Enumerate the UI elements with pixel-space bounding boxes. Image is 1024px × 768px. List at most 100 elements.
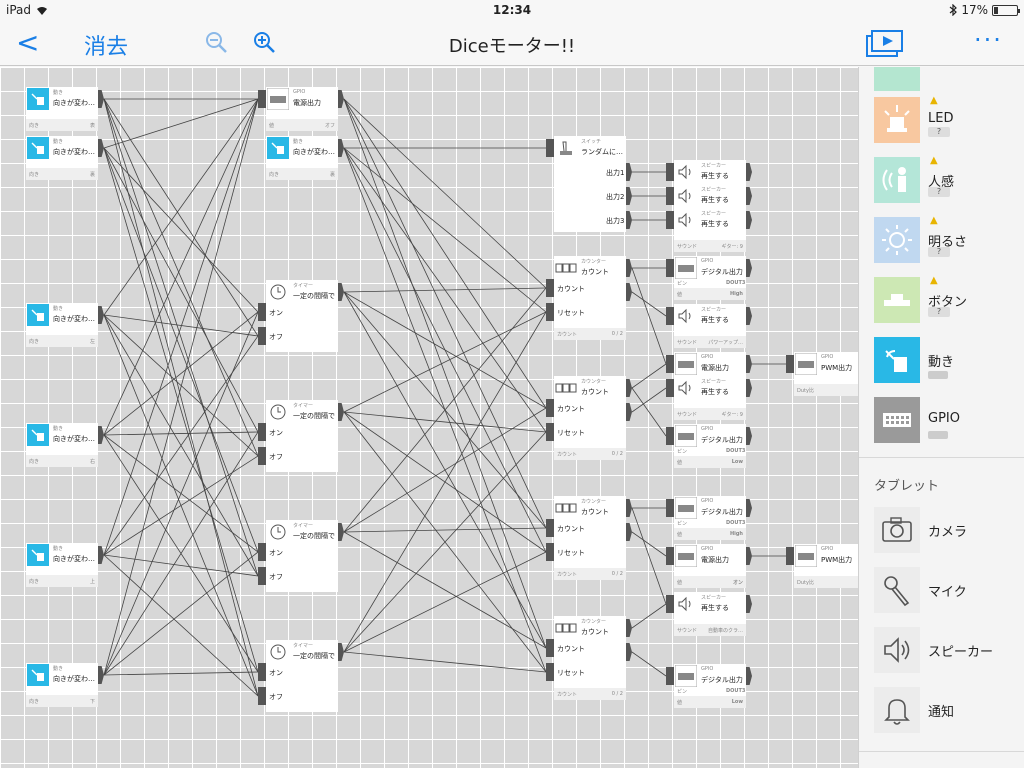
output-port[interactable] [746, 211, 752, 229]
palette-item-brightness[interactable]: ▲ 明るさ ? [874, 215, 1024, 267]
wire[interactable] [343, 147, 547, 313]
input-port[interactable] [546, 423, 554, 441]
output-port[interactable] [338, 403, 344, 421]
wire[interactable] [343, 311, 547, 653]
output-port[interactable] [626, 211, 632, 229]
timer-node[interactable]: タイマー一定の間隔でオンオフ [258, 280, 344, 352]
input-port[interactable] [666, 595, 674, 613]
output-port[interactable] [746, 547, 752, 565]
palette-item-led[interactable]: ▲ LED ? [874, 95, 1024, 147]
wire[interactable] [343, 98, 547, 529]
output-port[interactable] [338, 643, 344, 661]
input-port[interactable] [258, 90, 266, 108]
output-port[interactable] [98, 306, 104, 324]
speaker-node[interactable]: スピーカー再生する [666, 184, 752, 208]
output-port[interactable] [746, 187, 752, 205]
output-port[interactable] [626, 499, 632, 517]
wire[interactable] [103, 98, 259, 697]
wire[interactable] [631, 363, 667, 389]
speaker-node[interactable]: スピーカー再生するサウンド自動車のクラ… [666, 592, 752, 636]
palette-item-speaker[interactable]: スピーカー [874, 627, 1024, 677]
output-port[interactable] [98, 426, 104, 444]
input-port[interactable] [546, 139, 554, 157]
wire[interactable] [103, 314, 259, 337]
output-port[interactable] [626, 163, 632, 181]
wire[interactable] [103, 147, 259, 673]
wire[interactable] [103, 554, 259, 577]
input-port[interactable] [666, 163, 674, 181]
palette-item-notification[interactable]: 通知 [874, 687, 1024, 737]
wire[interactable] [343, 651, 547, 673]
wire[interactable] [103, 431, 259, 676]
input-port[interactable] [546, 399, 554, 417]
wire[interactable] [343, 287, 547, 533]
input-port[interactable] [258, 567, 266, 585]
palette-item-human-sensor[interactable]: ▲ 人感 ? [874, 155, 1024, 207]
speaker-node[interactable]: スピーカー再生するサウンドギター: 9 [666, 376, 752, 420]
output-port[interactable] [626, 619, 632, 637]
wire[interactable] [343, 98, 547, 289]
motion-node[interactable]: 動き向きが変わ…向き下 [26, 663, 104, 707]
output-port[interactable] [746, 259, 752, 277]
palette-item-button[interactable]: ▲ ボタン ? [874, 275, 1024, 327]
wire[interactable] [631, 387, 667, 413]
input-port[interactable] [546, 543, 554, 561]
input-port[interactable] [666, 427, 674, 445]
motion-node[interactable]: 動き向きが変わ…向き裏 [26, 136, 104, 180]
input-port[interactable] [666, 355, 674, 373]
wire[interactable] [103, 147, 259, 553]
speaker-node[interactable]: スピーカー再生する [666, 160, 752, 184]
output-port[interactable] [746, 163, 752, 181]
wire[interactable] [343, 98, 547, 649]
wire[interactable] [631, 531, 667, 557]
output-port[interactable] [98, 139, 104, 157]
output-port[interactable] [626, 643, 632, 661]
clear-button[interactable]: 消去 [84, 35, 129, 60]
wire[interactable] [343, 411, 547, 433]
output-port[interactable] [746, 379, 752, 397]
wire[interactable] [343, 531, 547, 649]
output-port[interactable] [626, 283, 632, 301]
output-port[interactable] [746, 667, 752, 685]
motion-node[interactable]: 動き向きが変わ…向き上 [26, 543, 104, 587]
output-port[interactable] [746, 355, 752, 373]
output-port[interactable] [626, 523, 632, 541]
output-port[interactable] [98, 546, 104, 564]
palette-item-mic[interactable]: マイク [874, 567, 1024, 617]
wire[interactable] [631, 507, 667, 605]
input-port[interactable] [258, 447, 266, 465]
wire[interactable] [103, 147, 259, 313]
input-port[interactable] [258, 327, 266, 345]
wire[interactable] [631, 387, 667, 437]
wire[interactable] [631, 267, 667, 365]
input-port[interactable] [546, 279, 554, 297]
more-button[interactable]: ··· [974, 26, 1003, 54]
back-button[interactable]: < [16, 26, 40, 59]
palette-item-camera[interactable]: カメラ [874, 507, 1024, 557]
output-port[interactable] [626, 379, 632, 397]
wire[interactable] [343, 98, 547, 409]
speaker-node[interactable]: スピーカー再生するサウンドギター: 9 [666, 208, 752, 252]
wire[interactable] [103, 551, 259, 676]
motion-node[interactable]: 動き向きが変わ…向き裏 [266, 136, 344, 180]
input-port[interactable] [666, 307, 674, 325]
wire[interactable] [343, 407, 547, 533]
wire[interactable] [103, 431, 259, 436]
wire[interactable] [103, 147, 259, 433]
output-port[interactable] [98, 90, 104, 108]
wire[interactable] [631, 603, 667, 629]
wire[interactable] [343, 287, 547, 293]
input-port[interactable] [786, 547, 794, 565]
output-port[interactable] [338, 139, 344, 157]
wire[interactable] [103, 335, 259, 556]
input-port[interactable] [666, 211, 674, 229]
program-canvas[interactable]: 動き向きが変わ…向き表動き向きが変わ…向き裏動き向きが変わ…向き左動き向きが変わ… [0, 67, 858, 768]
wire[interactable] [103, 98, 259, 676]
wire[interactable] [103, 98, 259, 316]
input-port[interactable] [666, 379, 674, 397]
